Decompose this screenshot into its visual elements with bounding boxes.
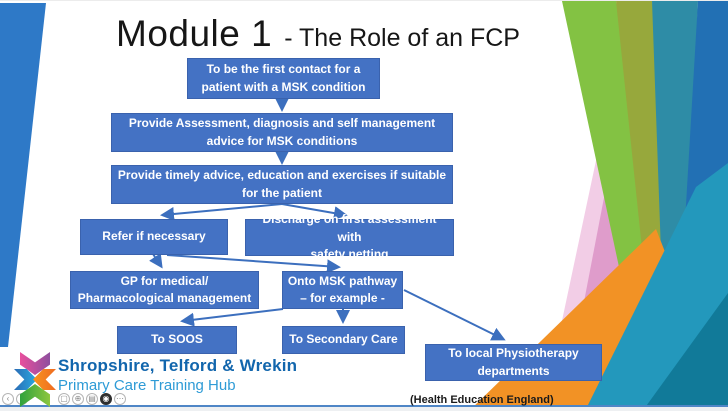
flow-box-gp: GP for medical/ Pharmacological manageme… <box>70 271 259 309</box>
bottom-light-strip <box>0 407 728 411</box>
logo-green-chevron-icon <box>20 384 50 407</box>
flow-box-secondary-care: To Secondary Care <box>282 326 405 354</box>
slide-bottom-edge <box>0 405 728 411</box>
logo-orange-chevron-icon <box>33 369 56 390</box>
flow-box-discharge: Discharge on first assessment with safet… <box>245 212 454 261</box>
slide-title-sub: - The Role of an FCP <box>284 24 520 52</box>
attribution-text: (Health Education England) <box>410 394 554 406</box>
pages-button[interactable]: ▤ <box>86 393 98 405</box>
flow-box-msk-pathway: Onto MSK pathway – for example - <box>282 271 403 309</box>
flow-box-physiotherapy: To local Physiotherapy departments <box>425 344 602 381</box>
training-hub-logo-text: Shropshire, Telford & Wrekin Primary Car… <box>58 356 297 394</box>
flow-box-refer: Refer if necessary <box>80 219 228 255</box>
more-button[interactable]: ⋯ <box>114 393 126 405</box>
slide-title: Module 1 - The Role of an FCP <box>116 13 520 55</box>
flow-box-first-contact: To be the first contact for a patient wi… <box>187 58 380 99</box>
previous-button[interactable]: ‹ <box>2 393 14 405</box>
logo-pink-chevron-icon <box>20 352 50 375</box>
training-hub-logo <box>14 352 56 407</box>
zoom-button[interactable]: ⊕ <box>72 393 84 405</box>
flow-box-assessment: Provide Assessment, diagnosis and self m… <box>111 113 453 152</box>
camera-button[interactable]: ◉ <box>100 393 112 405</box>
slide-title-main: Module 1 <box>116 13 273 54</box>
flow-box-soos: To SOOS <box>117 326 237 354</box>
logo-blue-chevron-icon <box>14 369 37 390</box>
flow-box-timely-advice: Provide timely advice, education and exe… <box>111 165 453 204</box>
logo-org-name: Shropshire, Telford & Wrekin <box>58 356 298 375</box>
logo-org-subtitle: Primary Care Training Hub <box>58 377 236 394</box>
bottom-blue-line <box>0 405 728 407</box>
copy-button[interactable]: ▢ <box>58 393 70 405</box>
